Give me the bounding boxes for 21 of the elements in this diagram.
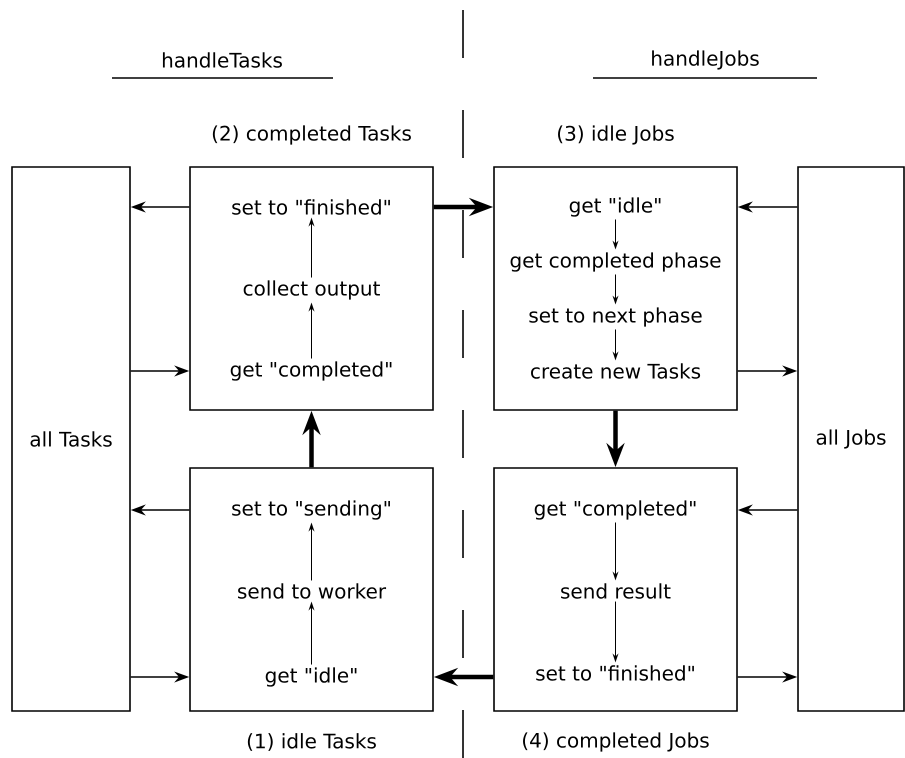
step-text: send result (561, 583, 671, 599)
step-text: create new Tasks (531, 363, 700, 379)
store-box: all Tasks (11, 166, 131, 712)
node-label: (2) completed Tasks (212, 125, 411, 145)
step-text: get completed phase (510, 252, 720, 272)
node-label: (3) idle Jobs (558, 125, 674, 145)
step-text: set to "finished" (232, 199, 390, 215)
node-label: (4) completed Jobs (523, 732, 709, 752)
step-text: collect output (244, 280, 380, 300)
section-title: handleTasks (162, 52, 282, 68)
node-label: (1) idle Tasks (248, 733, 376, 751)
step-text: get "completed" (534, 500, 696, 520)
step-text: get "idle" (266, 667, 356, 687)
step-text: get "idle" (570, 197, 660, 217)
step-text: set to "sending" (232, 500, 390, 520)
step-text: set to "finished" (536, 665, 694, 681)
section-title: handleJobs (652, 50, 759, 70)
step-text: set to next phase (529, 307, 702, 327)
step-text: get "completed" (230, 361, 392, 381)
store-box: all Jobs (797, 166, 905, 712)
step-text: send to worker (238, 583, 386, 599)
